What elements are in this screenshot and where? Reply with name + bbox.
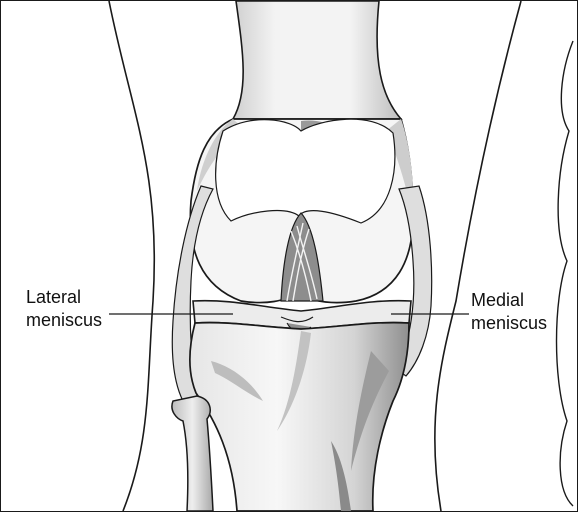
medial-meniscus-label: Medial meniscus: [471, 289, 547, 335]
leg-outline-left: [109, 1, 154, 511]
medial-meniscus-label-line1: Medial: [471, 289, 547, 312]
fibula: [172, 396, 213, 511]
lateral-meniscus-label-line2: meniscus: [26, 309, 102, 332]
lateral-meniscus-label: Lateral meniscus: [26, 286, 102, 332]
leg-outline-right: [435, 1, 521, 511]
medial-meniscus-label-line2: meniscus: [471, 312, 547, 335]
femur-shaft: [233, 1, 401, 119]
lateral-meniscus-label-line1: Lateral: [26, 286, 102, 309]
adjacent-leg-outline: [557, 41, 574, 506]
